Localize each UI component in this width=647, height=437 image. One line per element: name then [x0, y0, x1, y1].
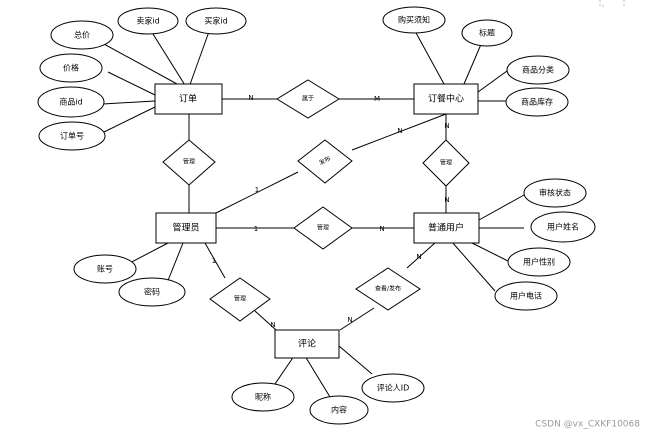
- cardinality-admin-comment: 1: [212, 257, 216, 265]
- relationship-publish: 发布: [297, 139, 353, 184]
- svg-text:评论人ID: 评论人ID: [377, 383, 410, 393]
- entity-order: 订单: [154, 83, 223, 115]
- attribute-total-price: 总价: [50, 20, 114, 50]
- svg-text:账号: 账号: [97, 265, 113, 274]
- svg-text:总价: 总价: [74, 30, 90, 40]
- svg-text:卖家id: 卖家id: [136, 16, 159, 26]
- attribute-password: 密码: [118, 277, 186, 307]
- cardinality-center-belongs: M: [374, 95, 380, 103]
- attribute-buyer-id: 买家id: [185, 7, 247, 35]
- svg-text:密码: 密码: [144, 287, 160, 297]
- attribute-category: 商品分类: [506, 55, 570, 85]
- attribute-user-name: 用户姓名: [530, 211, 596, 243]
- attribute-seller-id: 卖家id: [117, 7, 179, 35]
- svg-text:价格: 价格: [63, 63, 79, 73]
- svg-text:用户性别: 用户性别: [523, 257, 555, 267]
- cardinality-center-manage: N: [444, 122, 449, 130]
- attribute-user-phone: 用户电话: [494, 281, 558, 311]
- cardinality-comment-admin: N: [270, 321, 275, 329]
- svg-text:用户姓名: 用户姓名: [547, 222, 579, 232]
- attribute-content: 内容: [309, 395, 369, 425]
- entity-order-center: 订餐中心: [413, 83, 479, 115]
- svg-text:属于: 属于: [302, 96, 314, 103]
- svg-text:订餐中心: 订餐中心: [428, 93, 464, 105]
- cardinality-user-manage: N: [444, 196, 449, 204]
- watermark-text: CSDN @vx_CXKF10068: [535, 420, 640, 430]
- svg-text:查看/发布: 查看/发布: [375, 285, 401, 293]
- svg-text:评论: 评论: [298, 338, 316, 350]
- attribute-account: 账号: [73, 254, 137, 284]
- relationship-belongs-to: 属于: [276, 79, 340, 119]
- cardinality-order-belongs: N: [248, 94, 253, 102]
- svg-text:管理: 管理: [440, 159, 452, 167]
- attribute-order-no: 订单号: [38, 121, 106, 151]
- relationship-manage-order: 管理: [162, 139, 216, 186]
- attribute-purchase-notice: 购买须知: [382, 6, 446, 34]
- svg-text:管理员: 管理员: [172, 222, 199, 234]
- attribute-title: 标题: [461, 19, 513, 47]
- svg-text:商品id: 商品id: [59, 97, 82, 107]
- attribute-stock: 商品库存: [505, 87, 569, 117]
- svg-text:买家id: 买家id: [204, 16, 227, 26]
- svg-text:昵称: 昵称: [255, 392, 271, 402]
- svg-text:管理: 管理: [234, 295, 246, 303]
- connector-lines: [92, 25, 525, 398]
- svg-text:购买须知: 购买须知: [398, 15, 430, 25]
- cardinality-admin-user: 1: [254, 225, 258, 233]
- svg-text:标题: 标题: [479, 28, 495, 38]
- cardinality-user-comment: N: [416, 253, 421, 261]
- svg-text:商品分类: 商品分类: [522, 65, 554, 75]
- cardinality-labels: N M N 1 N N 1 N N N 1 N: [212, 94, 450, 329]
- svg-text:普通用户: 普通用户: [428, 222, 464, 234]
- relationship-view-publish: 查看/发布: [355, 267, 421, 311]
- svg-text:管理: 管理: [317, 224, 329, 232]
- svg-text:订单: 订单: [179, 93, 197, 105]
- svg-text:用户电话: 用户电话: [510, 291, 542, 301]
- relationship-manage-user: 管理: [293, 206, 353, 250]
- cardinality-center-publish: N: [397, 127, 402, 135]
- relationship-manage-center: 管理: [422, 139, 470, 187]
- attribute-product-id: 商品id: [37, 86, 105, 118]
- attribute-commenter-id: 评论人ID: [361, 373, 425, 403]
- svg-text:订单号: 订单号: [60, 131, 84, 141]
- attribute-nickname: 昵称: [231, 382, 295, 412]
- svg-text:审核状态: 审核状态: [539, 188, 571, 198]
- attribute-price: 价格: [39, 53, 103, 83]
- entity-user: 普通用户: [413, 212, 480, 244]
- attribute-user-gender: 用户性别: [507, 247, 571, 277]
- cardinality-comment-user: N: [347, 316, 352, 324]
- attribute-review-status: 审核状态: [523, 178, 587, 208]
- svg-text:内容: 内容: [331, 405, 347, 415]
- entity-admin: 管理员: [155, 212, 217, 244]
- svg-text:管理: 管理: [183, 158, 195, 166]
- entity-comment: 评论: [274, 329, 340, 359]
- cardinality-admin-publish: 1: [255, 186, 259, 194]
- relationship-manage-comment: 管理: [209, 277, 271, 322]
- corner-mark-top: [599, 0, 606, 7]
- cardinality-user-manage-side: N: [379, 225, 384, 233]
- svg-text:商品库存: 商品库存: [521, 97, 553, 107]
